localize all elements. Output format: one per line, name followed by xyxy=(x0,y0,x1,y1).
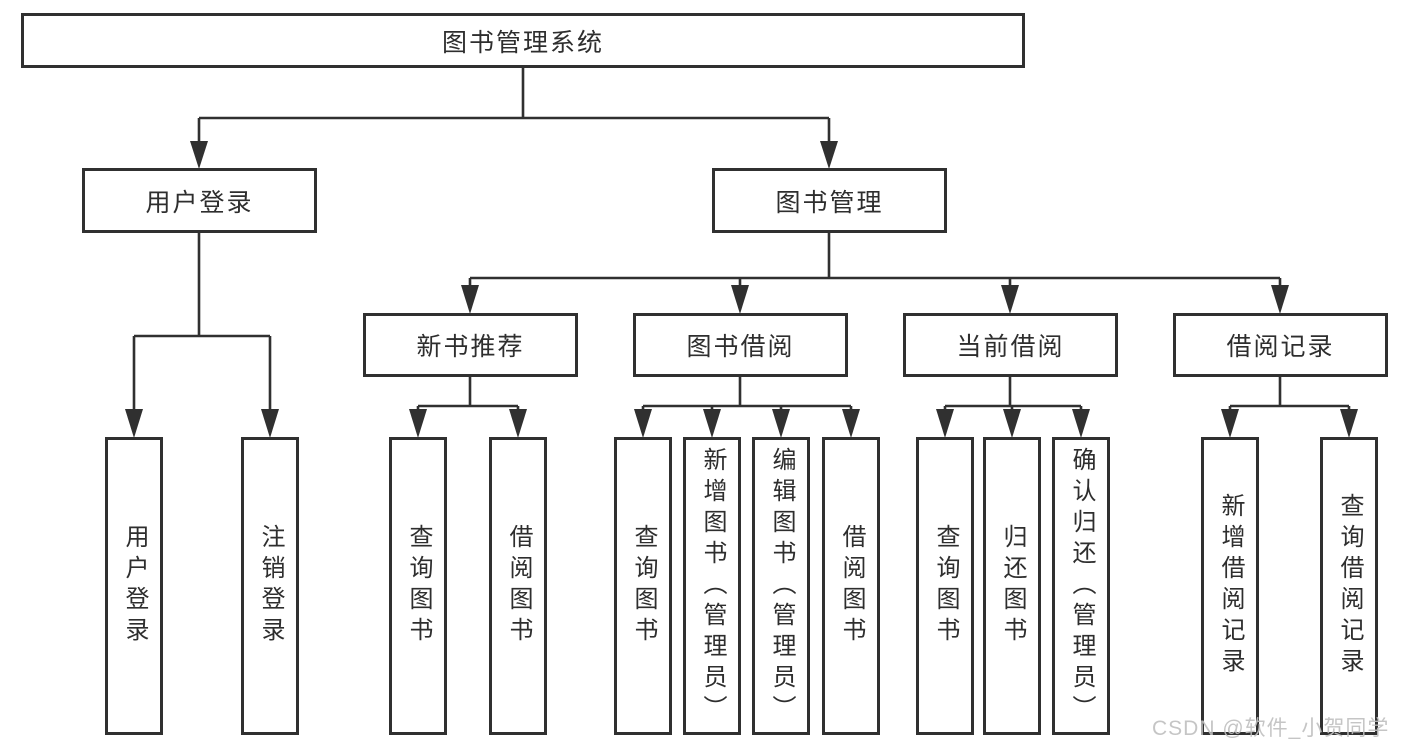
leaf-borrow-books-recommend: 借阅图书 xyxy=(489,437,547,735)
leaf-return-books-label: 归还图书 xyxy=(999,524,1026,648)
node-book-management-label: 图书管理 xyxy=(775,188,884,217)
leaf-query-books-recommend: 查询图书 xyxy=(389,437,447,735)
leaf-borrow-books-recommend-label: 借阅图书 xyxy=(505,524,532,648)
node-library-system-label: 图书管理系统 xyxy=(441,28,604,57)
node-new-book-recommend-label: 新书推荐 xyxy=(416,333,525,361)
node-current-borrow: 当前借阅 xyxy=(903,313,1118,377)
node-book-borrow: 图书借阅 xyxy=(633,313,848,377)
leaf-query-books-current-label: 查询图书 xyxy=(932,524,959,648)
leaf-user-login: 用户登录 xyxy=(105,437,163,735)
leaf-add-books-admin: 新增图书（管理员） xyxy=(683,437,741,735)
leaf-edit-books-admin: 编辑图书（管理员） xyxy=(752,437,810,735)
leaf-query-borrow-record: 查询借阅记录 xyxy=(1320,437,1378,735)
leaf-add-borrow-record-label: 新增借阅记录 xyxy=(1217,493,1244,679)
leaf-logout-label: 注销登录 xyxy=(257,524,284,648)
node-current-borrow-label: 当前借阅 xyxy=(956,333,1065,361)
leaf-confirm-return-admin: 确认归还（管理员） xyxy=(1052,437,1110,735)
leaf-query-books-borrow: 查询图书 xyxy=(614,437,672,735)
node-new-book-recommend: 新书推荐 xyxy=(363,313,578,377)
node-library-system: 图书管理系统 xyxy=(21,13,1025,68)
node-book-borrow-label: 图书借阅 xyxy=(686,333,795,361)
node-user-login-label: 用户登录 xyxy=(145,188,254,217)
arrowheads xyxy=(125,141,1358,438)
leaf-add-books-admin-label: 新增图书（管理员） xyxy=(699,446,726,726)
leaf-add-borrow-record: 新增借阅记录 xyxy=(1201,437,1259,735)
leaf-confirm-return-admin-label: 确认归还（管理员） xyxy=(1068,446,1095,726)
csdn-watermark: CSDN @软件_小贺同学 xyxy=(1152,717,1390,740)
leaf-query-borrow-record-label: 查询借阅记录 xyxy=(1336,493,1363,679)
node-borrow-records: 借阅记录 xyxy=(1173,313,1388,377)
leaf-borrow-books-label: 借阅图书 xyxy=(838,524,865,648)
leaf-return-books: 归还图书 xyxy=(983,437,1041,735)
node-book-management: 图书管理 xyxy=(712,168,947,233)
leaf-edit-books-admin-label: 编辑图书（管理员） xyxy=(768,446,795,726)
leaf-query-books-current: 查询图书 xyxy=(916,437,974,735)
leaf-logout: 注销登录 xyxy=(241,437,299,735)
leaf-query-books-recommend-label: 查询图书 xyxy=(405,524,432,648)
node-user-login: 用户登录 xyxy=(82,168,317,233)
leaf-user-login-label: 用户登录 xyxy=(121,524,148,648)
leaf-borrow-books: 借阅图书 xyxy=(822,437,880,735)
node-borrow-records-label: 借阅记录 xyxy=(1226,333,1335,361)
leaf-query-books-borrow-label: 查询图书 xyxy=(630,524,657,648)
